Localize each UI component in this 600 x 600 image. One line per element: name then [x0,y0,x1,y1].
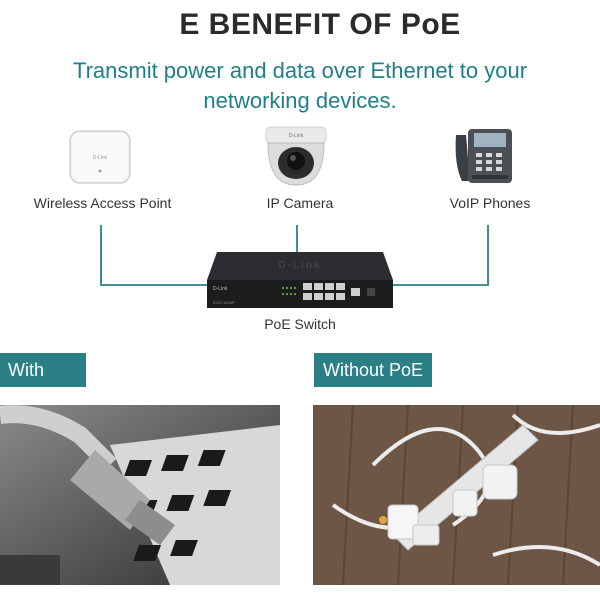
main-title: E BENEFIT OF PoE [179,8,461,41]
device-label-voip-phones: VoIP Phones [449,195,531,211]
svg-text:D-Link: D-Link [93,155,108,161]
link-voip-phone [393,225,489,286]
with-poe-photo [0,405,280,585]
svg-text:D-Link: D-Link [278,260,321,271]
voip-phone-icon [455,129,512,183]
access-point-icon: D-Link [69,130,131,184]
power-strip-photo-icon [313,405,600,585]
svg-text:D-Link: D-Link [289,133,304,139]
ethernet-cable-photo-icon [0,405,280,585]
device-label-ip-camera: IP Camera [266,195,334,211]
subtitle-line-2: networking devices. [203,88,397,113]
dome-camera-icon: D-Link [265,126,327,186]
with-poe-badge: With PoE [0,353,86,414]
link-access-point [100,225,210,286]
switch-model: DGS-1008P [213,300,235,305]
without-poe-badge: Without PoE [314,353,432,387]
poe-switch-icon: D-Link D-Link DGS-1008P [207,252,393,308]
switch-label: PoE Switch [264,316,336,332]
subtitle-line-1: Transmit power and data over Ethernet to… [72,58,528,83]
switch-brand: D-Link [213,286,228,292]
without-poe-photo [313,405,600,585]
device-label-access-point: Wireless Access Point [33,195,172,211]
